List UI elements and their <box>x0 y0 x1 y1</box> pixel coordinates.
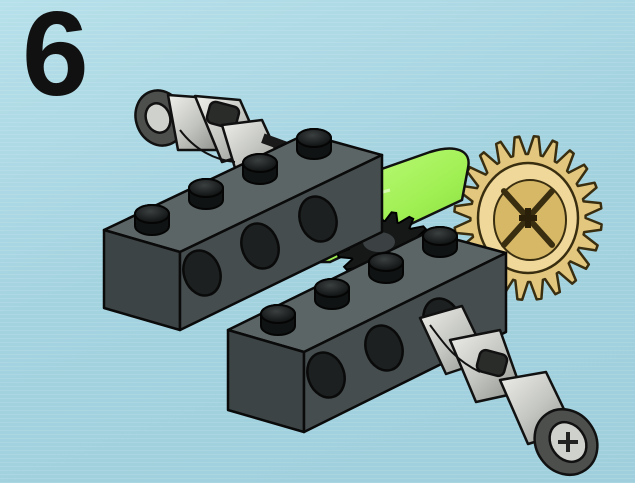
brick-stud <box>297 129 331 159</box>
brick-stud <box>423 227 457 257</box>
universal-joint-bottom <box>420 306 610 483</box>
brick-stud <box>243 154 277 184</box>
brick-stud <box>189 179 223 209</box>
universal-joint-icon <box>420 306 610 483</box>
brick-stud <box>261 305 295 335</box>
brick-stud <box>135 205 169 235</box>
brick-stud <box>315 279 349 309</box>
brick-stud <box>369 253 403 283</box>
